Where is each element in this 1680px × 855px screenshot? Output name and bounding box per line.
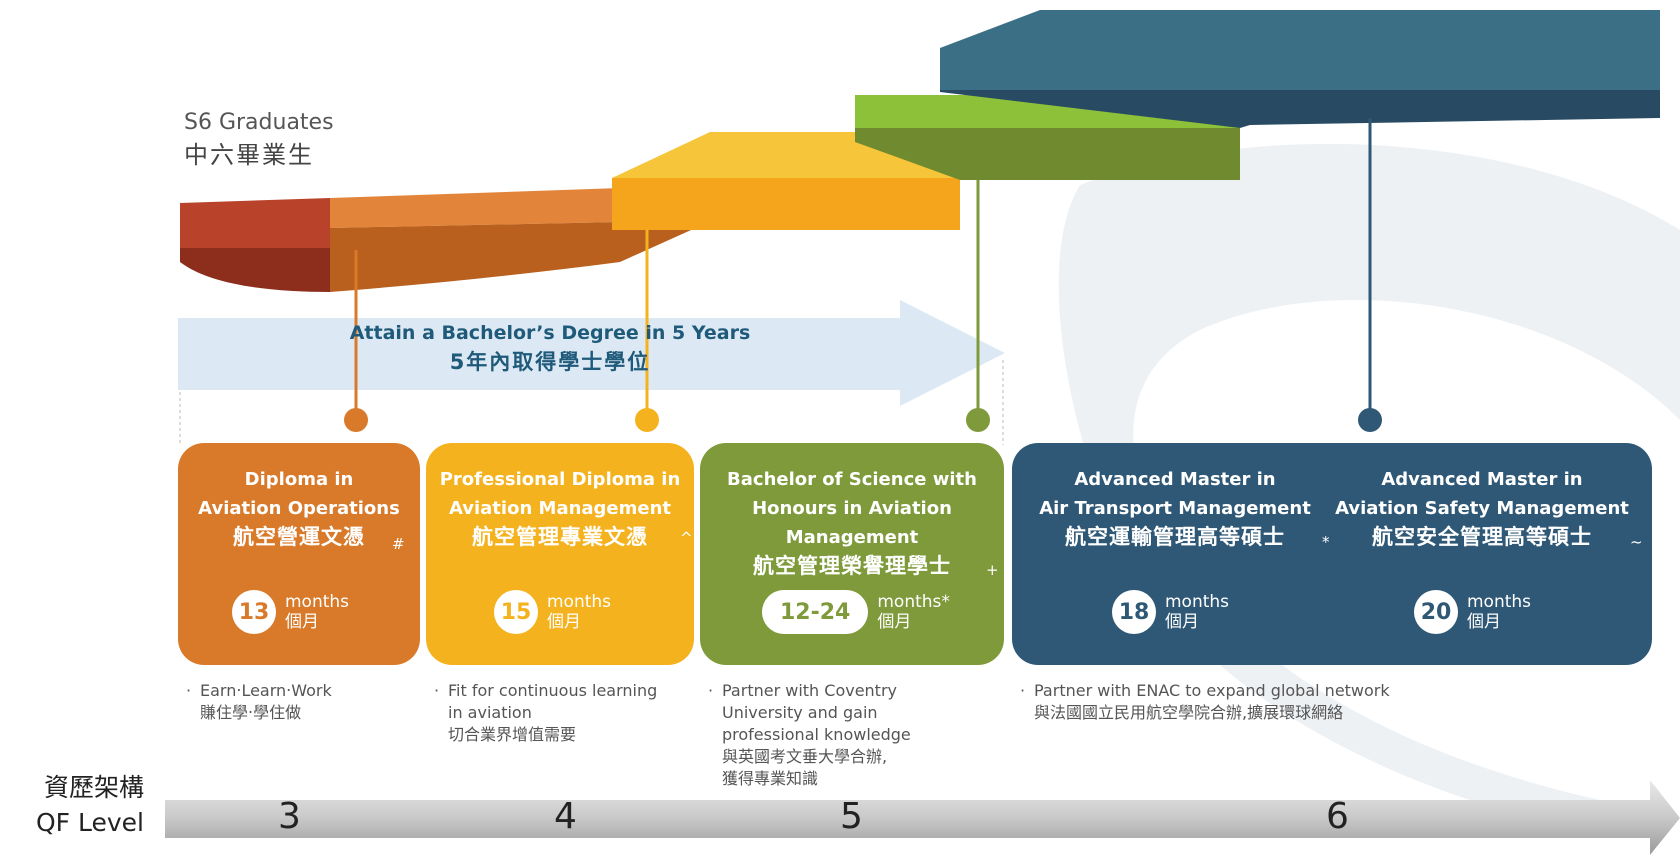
duration-value: 15	[494, 590, 538, 634]
title-en-line: Aviation Management	[448, 498, 672, 519]
qf-level-3: 3	[278, 796, 301, 837]
pathway-arrow-label: Attain a Bachelor’s Degree in 5 Years 5年…	[300, 322, 800, 376]
step-navy	[940, 10, 1660, 128]
connector-green	[966, 180, 990, 432]
title-en-line: Diploma in	[244, 469, 354, 490]
qf-label-zh: 資歷架構	[43, 773, 144, 802]
unit-en: months	[547, 592, 612, 612]
note-bachelor: · Partner with Coventry University and g…	[708, 681, 911, 788]
duration-value: 20	[1414, 590, 1458, 634]
note-line: Earn‧Learn‧Work	[200, 681, 332, 700]
title-zh: 航空管理專業文憑	[472, 525, 648, 549]
note-diploma: · Earn‧Learn‧Work 賺住學‧學住做	[186, 681, 332, 722]
qf-level-arrow	[165, 780, 1680, 855]
step-orange	[330, 188, 700, 292]
footnote-mark: ~	[1630, 533, 1643, 551]
unit-en: months	[1165, 592, 1230, 612]
duration-diploma: 13 months 個月	[232, 590, 349, 634]
duration-unit: months 個月	[1165, 592, 1229, 632]
programme-card-diploma[interactable]: Diploma in Aviation Operations 航空營運文憑 #	[178, 443, 420, 665]
duration-bachelor: 12-24 months* 個月	[762, 590, 950, 634]
connector-orange	[344, 250, 368, 432]
title-en-line: Bachelor of Science with	[727, 469, 977, 490]
unit-zh: 個月	[547, 612, 581, 632]
title-zh: 航空管理榮譽理學士	[753, 554, 951, 578]
duration-professional-diploma: 15 months 個月	[494, 590, 611, 634]
title-en-line: Air Transport Management	[1039, 498, 1311, 519]
title-en-line: Professional Diploma in	[439, 469, 681, 490]
title-en-line: Management	[785, 527, 919, 548]
note-professional-diploma: · Fit for continuous learning in aviatio…	[434, 681, 658, 744]
title-en-line: Aviation Operations	[198, 498, 400, 519]
graduates-zh: 中六畢業生	[184, 141, 314, 169]
connector-navy	[1358, 118, 1382, 432]
programme-title: Bachelor of Science with Honours in Avia…	[700, 465, 1004, 581]
qf-label-en: QF Level	[36, 808, 144, 837]
note-line: University and gain	[722, 703, 878, 722]
programme-title-aviation-safety: Advanced Master in Aviation Safety Manag…	[1332, 465, 1632, 552]
note-line: Partner with ENAC to expand global netwo…	[1034, 681, 1390, 700]
duration-unit: months 個月	[1467, 592, 1531, 632]
note-masters: · Partner with ENAC to expand global net…	[1020, 681, 1390, 722]
duration-value: 12-24	[762, 590, 869, 634]
note-line: Partner with Coventry	[722, 681, 897, 700]
qf-level-5: 5	[840, 796, 863, 837]
programme-title: Diploma in Aviation Operations 航空營運文憑	[178, 465, 420, 552]
duration-unit: months* 個月	[877, 592, 950, 632]
duration-unit: months 個月	[547, 592, 611, 632]
graduates-caption: S6 Graduates 中六畢業生	[184, 110, 334, 170]
programme-card-advanced-masters[interactable]: Advanced Master in Air Transport Managem…	[1012, 443, 1652, 665]
duration-unit: months 個月	[285, 592, 349, 632]
programme-title: Professional Diploma in Aviation Managem…	[426, 465, 694, 552]
unit-en: months*	[877, 592, 950, 612]
title-zh: 航空運輸管理高等碩士	[1065, 525, 1285, 549]
note-line: Fit for continuous learning	[448, 681, 658, 700]
title-en-line: Advanced Master in	[1381, 469, 1583, 490]
duration-value: 18	[1112, 590, 1156, 634]
unit-en: months	[285, 592, 350, 612]
note-line: 獲得專業知識	[722, 769, 819, 788]
qf-level-4: 4	[554, 796, 577, 837]
unit-zh: 個月	[1165, 612, 1199, 632]
connector-yellow	[635, 230, 659, 432]
note-line: 切合業界增值需要	[448, 725, 577, 744]
pathway-arrow-zh: 5年內取得學士學位	[449, 350, 651, 374]
note-line: professional knowledge	[722, 725, 911, 744]
unit-en: months	[1467, 592, 1532, 612]
programme-card-professional-diploma[interactable]: Professional Diploma in Aviation Managem…	[426, 443, 694, 665]
unit-zh: 個月	[1467, 612, 1501, 632]
note-line: 與英國考文垂大學合辦,	[722, 747, 888, 766]
note-line: 賺住學‧學住做	[200, 703, 302, 722]
pathway-arrow-en: Attain a Bachelor’s Degree in 5 Years	[349, 322, 751, 344]
title-en-line: Aviation Safety Management	[1335, 498, 1629, 519]
duration-air-transport: 18 months 個月	[1112, 590, 1229, 634]
note-line: in aviation	[448, 703, 532, 722]
unit-zh: 個月	[877, 612, 912, 632]
duration-aviation-safety: 20 months 個月	[1414, 590, 1531, 634]
step-red	[180, 198, 330, 292]
note-line: 與法國國立民用航空學院合辦,擴展環球網絡	[1034, 703, 1344, 722]
pathway-arrow	[178, 300, 1005, 406]
title-en-line: Honours in Aviation	[752, 498, 952, 519]
footnote-mark: ^	[680, 529, 693, 547]
footnote-mark: +	[986, 561, 999, 579]
title-zh: 航空安全管理高等碩士	[1372, 525, 1592, 549]
duration-value: 13	[232, 590, 276, 634]
graduates-en: S6 Graduates	[184, 110, 334, 135]
footnote-mark: *	[1322, 533, 1330, 551]
title-zh: 航空營運文憑	[233, 525, 365, 549]
title-en-line: Advanced Master in	[1074, 469, 1276, 490]
footnote-mark: #	[392, 535, 405, 553]
programme-title-air-transport: Advanced Master in Air Transport Managem…	[1030, 465, 1320, 552]
unit-zh: 個月	[285, 612, 319, 632]
qf-level-6: 6	[1326, 796, 1349, 837]
